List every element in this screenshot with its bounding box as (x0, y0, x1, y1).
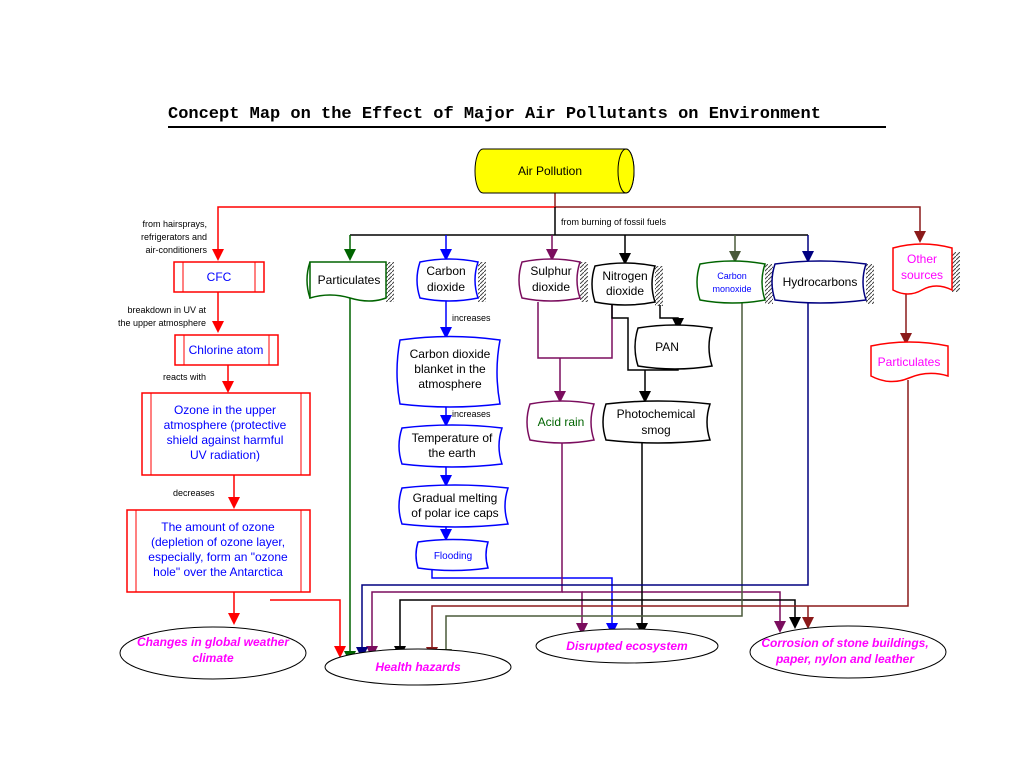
label-reacts: reacts with (163, 372, 206, 382)
ozone-line-4: UV radiation) (190, 448, 260, 462)
edge-smog-to-health (394, 599, 642, 658)
other-line-2: sources (901, 268, 943, 282)
ozone-line-1: Ozone in the upper (174, 403, 276, 417)
edge-acid-to-corrosion (582, 591, 786, 633)
particulates2-label: Particulates (878, 355, 941, 369)
node-health: Health hazards (324, 648, 512, 686)
ozone-line-3: shield against harmful (167, 433, 284, 447)
node-air-pollution: Air Pollution (474, 148, 635, 194)
melting-line-2: of polar ice caps (411, 506, 498, 520)
climate-line-2: climate (192, 651, 234, 665)
edge-particulates2-to-corrosion (426, 380, 909, 659)
label-hairsprays-1: from hairsprays, (142, 219, 207, 229)
chlorine-label: Chlorine atom (189, 343, 264, 357)
node-particulates-other: Particulates (870, 341, 949, 383)
label-breakdown-1: breakdown in UV at (127, 305, 206, 315)
node-nitrogen-dioxide: Nitrogen dioxide (591, 262, 663, 306)
edge-no2-to-pan (659, 305, 684, 330)
blanket-line-1: Carbon dioxide (410, 347, 491, 361)
cfc-label: CFC (207, 270, 232, 284)
label-increases-1: increases (452, 313, 491, 323)
smog-line-1: Photochemical (617, 407, 696, 421)
label-increases-2: increases (452, 409, 491, 419)
edge-co-to-health (440, 302, 743, 661)
node-carbon-monoxide: Carbon monoxide (696, 260, 773, 304)
temp-line-2: the earth (428, 446, 475, 460)
label-hairsprays-2: refrigerators and (141, 232, 207, 242)
edge-so2-bracket (537, 302, 613, 359)
node-hydrocarbons: Hydrocarbons (771, 260, 874, 304)
node-particulates: Particulates (306, 261, 394, 302)
label-fossil: from burning of fossil fuels (561, 217, 667, 227)
ozone-line-2: atmosphere (protective (164, 418, 287, 432)
co-line-2: monoxide (712, 284, 751, 294)
node-ecosystem: Disrupted ecosystem (535, 628, 719, 664)
blanket-line-2: blanket in the (414, 362, 486, 376)
node-amount-ozone: The amount of ozone (depletion of ozone … (126, 509, 311, 593)
edge-labels: from hairsprays, refrigerators and air-c… (118, 217, 667, 498)
pan-label: PAN (655, 340, 679, 354)
node-acid-rain: Acid rain (526, 400, 595, 444)
edge-flooding-to-ecosystem (431, 568, 618, 635)
node-co2-blanket: Carbon dioxide blanket in the atmosphere (396, 335, 501, 408)
hydrocarbons-label: Hydrocarbons (783, 275, 858, 289)
label-breakdown-2: the upper atmosphere (118, 318, 206, 328)
climate-line-1: Changes in global weather (137, 635, 290, 649)
corrosion-line-2: paper, nylon and leather (775, 652, 915, 666)
smog-line-2: smog (641, 423, 670, 437)
edge-hc-to-health (356, 300, 809, 659)
co-line-1: Carbon (717, 271, 747, 281)
node-smog: Photochemical smog (602, 400, 712, 444)
air-pollution-label: Air Pollution (518, 164, 582, 178)
co2-line-1: Carbon (426, 264, 465, 278)
amount-line-4: hole" over the Antarctica (153, 565, 283, 579)
corrosion-line-1: Corrosion of stone buildings, (761, 636, 928, 650)
node-chlorine-atom: Chlorine atom (174, 334, 279, 366)
edge-smog-to-corrosion (642, 599, 801, 629)
node-sulphur-dioxide: Sulphur dioxide (518, 258, 588, 302)
other-line-1: Other (907, 252, 937, 266)
node-corrosion: Corrosion of stone buildings, paper, nyl… (749, 625, 947, 679)
node-ozone-upper: Ozone in the upper atmosphere (protectiv… (141, 392, 311, 476)
edge-acid-to-ecosystem (562, 591, 588, 635)
edge-air-to-trunk (554, 193, 926, 243)
connectors (212, 193, 926, 663)
particulates-label: Particulates (318, 273, 381, 287)
no2-line-1: Nitrogen (602, 269, 647, 283)
node-cfc: CFC (173, 261, 265, 293)
melting-line-1: Gradual melting (413, 491, 498, 505)
node-carbon-dioxide: Carbon dioxide (416, 258, 486, 302)
label-hairsprays-3: air-conditioners (145, 245, 207, 255)
amount-line-1: The amount of ozone (161, 520, 275, 534)
so2-line-1: Sulphur (530, 264, 571, 278)
edge-acid-to-targets (366, 440, 563, 658)
amount-line-3: especially, form an "ozone (148, 550, 288, 564)
co2-line-2: dioxide (427, 280, 465, 294)
so2-line-2: dioxide (532, 280, 570, 294)
edge-amount-to-health (270, 599, 346, 658)
node-other-sources: Other sources (892, 243, 960, 295)
node-climate: Changes in global weather climate (119, 626, 307, 680)
node-melting: Gradual melting of polar ice caps (398, 484, 510, 528)
no2-line-2: dioxide (606, 284, 644, 298)
label-decreases: decreases (173, 488, 215, 498)
node-pan: PAN (634, 324, 713, 370)
blanket-line-3: atmosphere (418, 377, 482, 391)
amount-line-2: (depletion of ozone layer, (151, 535, 285, 549)
node-temperature: Temperature of the earth (398, 424, 504, 468)
ecosystem-label: Disrupted ecosystem (566, 639, 688, 653)
edge-trunk-to-cfc (212, 206, 555, 261)
node-flooding: Flooding (415, 538, 489, 572)
page-title: Concept Map on the Effect of Major Air P… (168, 105, 886, 128)
health-label: Health hazards (375, 660, 461, 674)
acid-rain-label: Acid rain (538, 415, 585, 429)
temp-line-1: Temperature of (412, 431, 493, 445)
flooding-label: Flooding (434, 551, 472, 562)
